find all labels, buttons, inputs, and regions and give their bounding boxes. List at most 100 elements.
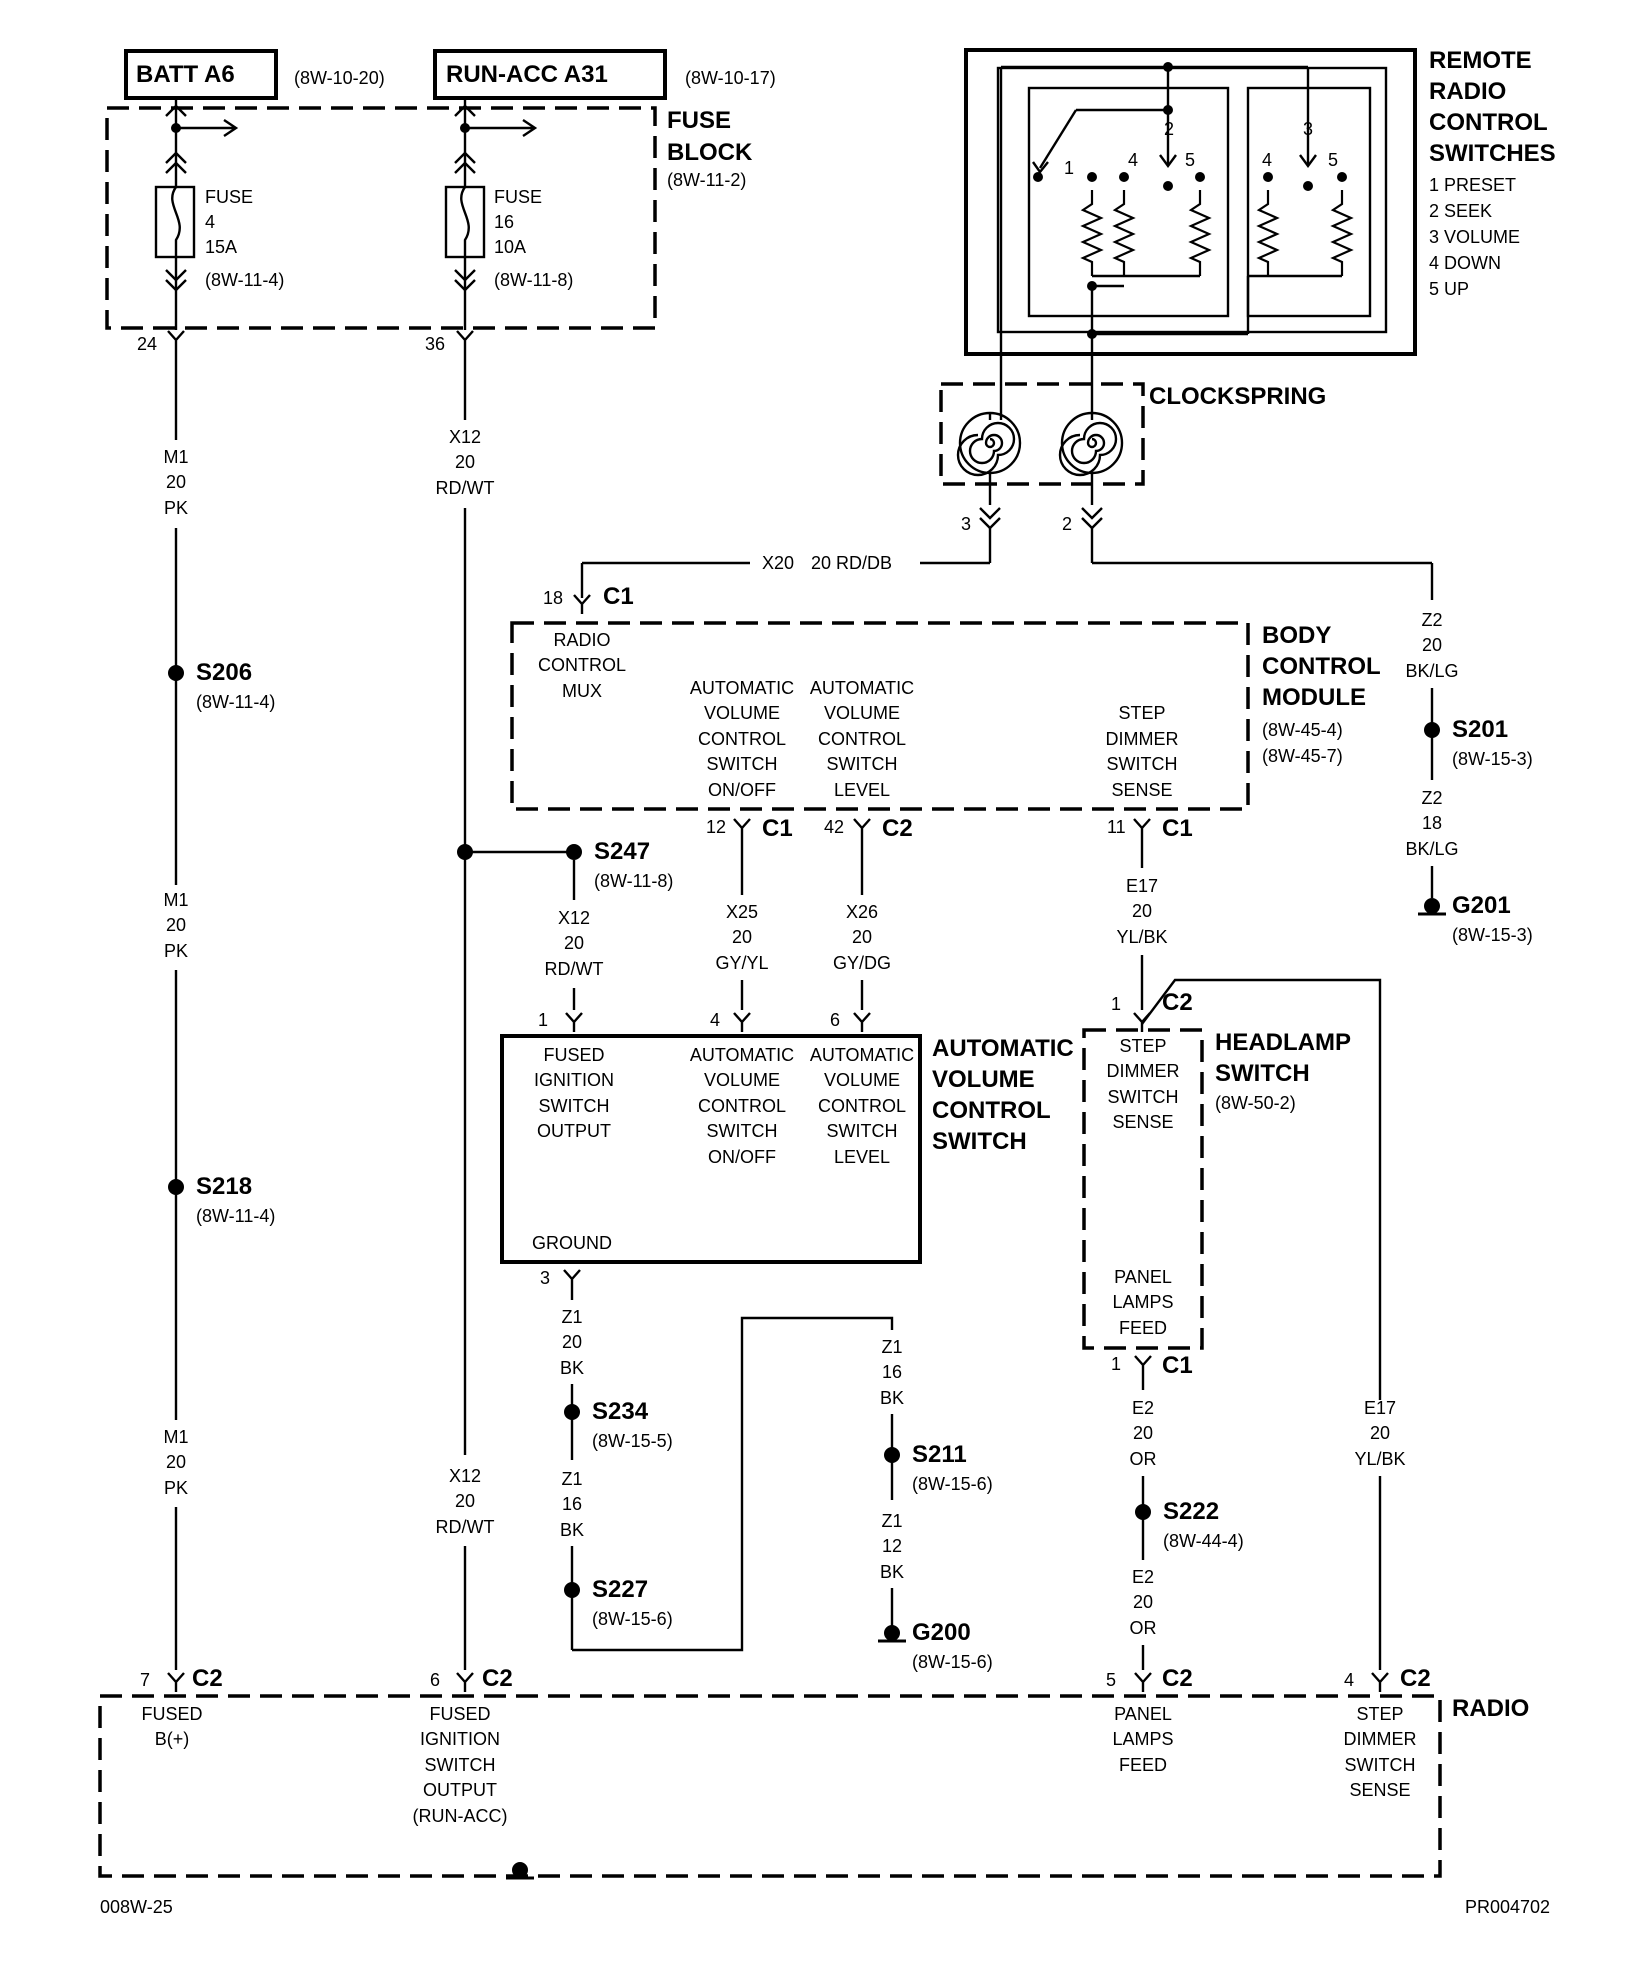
fuse-block-title-2: BLOCK bbox=[667, 139, 753, 166]
avcs-ground-label: GROUND bbox=[532, 1233, 612, 1253]
s247-ref: (8W-11-8) bbox=[594, 871, 673, 891]
z1c-color: BK bbox=[880, 1388, 904, 1408]
clockspring-title: CLOCKSPRING bbox=[1149, 383, 1326, 410]
s234-dot bbox=[564, 1404, 580, 1420]
z2b-gauge: 18 bbox=[1422, 813, 1442, 833]
x12-gauge-a: 20 bbox=[455, 452, 475, 472]
seek-contact bbox=[1163, 181, 1173, 191]
switch-num-1: 1 bbox=[1064, 158, 1074, 178]
remote-title-2: RADIO bbox=[1429, 78, 1506, 105]
radio-pin7-conn: C2 bbox=[192, 1665, 223, 1692]
e17-gauge-a: 20 bbox=[1132, 901, 1152, 921]
radio-ign-4: OUTPUT bbox=[423, 1780, 497, 1800]
headlamp-title-1: HEADLAMP bbox=[1215, 1029, 1351, 1056]
x25-code: X25 bbox=[726, 902, 758, 922]
avcs-level-5: LEVEL bbox=[834, 1147, 890, 1167]
s222-ref: (8W-44-4) bbox=[1163, 1531, 1244, 1551]
z2a-gauge: 20 bbox=[1422, 635, 1442, 655]
x12-code-c: X12 bbox=[449, 1466, 481, 1486]
radio-c2-pin4-terminal bbox=[1370, 1671, 1390, 1694]
x12b-code: X12 bbox=[558, 908, 590, 928]
bcm-pin12: 12 bbox=[706, 817, 726, 837]
s201-ref: (8W-15-3) bbox=[1452, 749, 1533, 769]
run-acc-box bbox=[433, 49, 667, 100]
bcm-pin12-terminal bbox=[732, 817, 752, 840]
volume-switch-arrow bbox=[1299, 154, 1317, 169]
headlamp-step-2: DIMMER bbox=[1107, 1061, 1180, 1081]
preset-contact bbox=[1033, 172, 1043, 182]
run-acc-ref: (8W-10-17) bbox=[685, 68, 776, 88]
g201-ref: (8W-15-3) bbox=[1452, 925, 1533, 945]
z2b-code: Z2 bbox=[1421, 788, 1442, 808]
headlamp-pin1-top: 1 bbox=[1111, 994, 1121, 1014]
e17-splice-to-radio bbox=[1141, 978, 1382, 1400]
fuse-block-box bbox=[105, 106, 657, 330]
radio-c2-pin5-terminal bbox=[1133, 1671, 1153, 1694]
z1d-gauge: 12 bbox=[882, 1536, 902, 1556]
fuse16-label-3: 10A bbox=[494, 237, 526, 257]
batt-a6-box bbox=[124, 49, 278, 100]
remote-title-1: REMOTE bbox=[1429, 47, 1532, 74]
bcm-pin11-conn: C1 bbox=[1162, 815, 1193, 842]
g200-ref: (8W-15-6) bbox=[912, 1652, 993, 1672]
m1-color-b: PK bbox=[164, 941, 188, 961]
e2b-code: E2 bbox=[1132, 1567, 1154, 1587]
fuse4-terminal bbox=[166, 329, 186, 352]
remote-legend-1: 1 PRESET bbox=[1429, 175, 1516, 195]
avcs-pin1: 1 bbox=[538, 1010, 548, 1030]
fuse4-top-arrow bbox=[165, 104, 187, 117]
radio-step-4: SENSE bbox=[1349, 1780, 1410, 1800]
x20-color: 20 RD/DB bbox=[811, 553, 892, 573]
x12-color-c: RD/WT bbox=[436, 1517, 495, 1537]
switch-num-5: 5 bbox=[1185, 150, 1195, 170]
radio-pin7: 7 bbox=[140, 1670, 150, 1690]
left-switch-pod bbox=[1027, 86, 1230, 318]
avcs-title-1: AUTOMATIC bbox=[932, 1035, 1074, 1062]
x12-code-a: X12 bbox=[449, 427, 481, 447]
sw1-contact bbox=[1087, 172, 1097, 182]
e2a-color: OR bbox=[1130, 1449, 1157, 1469]
s222-dot bbox=[1135, 1504, 1151, 1520]
remote-title-4: SWITCHES bbox=[1429, 140, 1556, 167]
m1-color-c: PK bbox=[164, 1478, 188, 1498]
bcm-pin42-conn: C2 bbox=[882, 815, 913, 842]
headlamp-step-1: STEP bbox=[1119, 1036, 1166, 1056]
bcm-onoff-1: AUTOMATIC bbox=[690, 678, 794, 698]
z1c-gauge: 16 bbox=[882, 1362, 902, 1382]
avcs-pin6: 6 bbox=[830, 1010, 840, 1030]
resistor-5b bbox=[1331, 188, 1353, 278]
batt-a6-label: BATT A6 bbox=[136, 61, 235, 88]
fuse-block-ref: (8W-11-2) bbox=[667, 170, 746, 190]
bcm-pin42: 42 bbox=[824, 817, 844, 837]
avcs-title-3: CONTROL bbox=[932, 1097, 1051, 1124]
bcm-onoff-5: ON/OFF bbox=[708, 780, 776, 800]
run-acc-label: RUN-ACC A31 bbox=[446, 61, 608, 88]
footer-right: PR004702 bbox=[1465, 1897, 1550, 1917]
sw5-contact bbox=[1195, 172, 1205, 182]
bcm-mux-2: CONTROL bbox=[538, 655, 626, 675]
avcs-onoff-1: AUTOMATIC bbox=[690, 1045, 794, 1065]
m1-code-b: M1 bbox=[163, 890, 188, 910]
radio-fused-2: B(+) bbox=[155, 1729, 190, 1749]
s218-label: S218 bbox=[196, 1173, 252, 1200]
z2a-code: Z2 bbox=[1421, 610, 1442, 630]
m1-code-a: M1 bbox=[163, 447, 188, 467]
radio-pin6: 6 bbox=[430, 1670, 440, 1690]
headlamp-pin1-bottom: 1 bbox=[1111, 1354, 1121, 1374]
clockspring-pin3-chevron bbox=[978, 506, 1002, 530]
radio-step-1: STEP bbox=[1356, 1704, 1403, 1724]
remote-legend-2: 2 SEEK bbox=[1429, 201, 1492, 221]
bcm-ref-1: (8W-45-4) bbox=[1262, 720, 1343, 740]
avcs-level-2: VOLUME bbox=[824, 1070, 900, 1090]
s206-label: S206 bbox=[196, 659, 252, 686]
avcs-box bbox=[500, 1034, 922, 1264]
avcs-fused-4: OUTPUT bbox=[537, 1121, 611, 1141]
bcm-step-2: DIMMER bbox=[1106, 729, 1179, 749]
bcm-pin18: 18 bbox=[543, 588, 563, 608]
e17-code-b: E17 bbox=[1364, 1398, 1396, 1418]
avcs-fused-3: SWITCH bbox=[539, 1096, 610, 1116]
e2a-code: E2 bbox=[1132, 1398, 1154, 1418]
bcm-level-4: SWITCH bbox=[827, 754, 898, 774]
